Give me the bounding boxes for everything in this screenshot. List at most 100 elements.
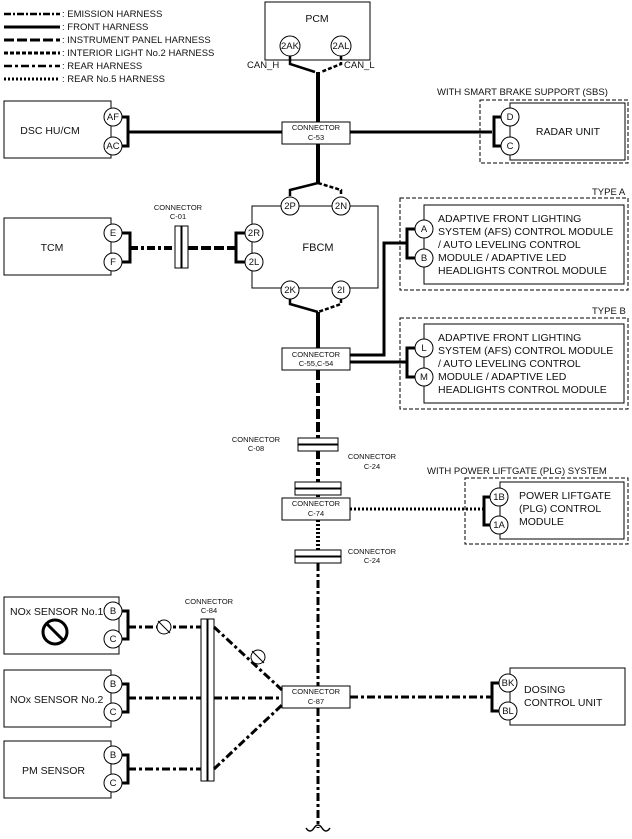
plg-line-2: (PLG) CONTROL xyxy=(519,503,601,515)
dsc-pin-af: AF xyxy=(107,112,119,123)
fbcm-pin-2l: 2L xyxy=(249,257,260,268)
radar-pin-c: C xyxy=(507,141,514,152)
c84-label-2: C-84 xyxy=(201,606,217,615)
legend-ip: : INSTRUMENT PANEL HARNESS xyxy=(62,35,211,46)
c08-label-2: C-08 xyxy=(248,444,264,453)
afs-b-title: TYPE B xyxy=(592,306,626,317)
nox2-module: NOx SENSOR No.2 B C xyxy=(3,669,123,728)
fbcm-label: FBCM xyxy=(302,242,333,254)
fbcm-pin-2i: 2I xyxy=(337,285,345,296)
nox1-label: NOx SENSOR No.1 xyxy=(10,606,104,618)
plg-option-box xyxy=(464,477,629,545)
connector-c01: CONNECTOR C-01 xyxy=(154,203,203,269)
c01-label-2: C-01 xyxy=(170,212,186,221)
c55-label-2: C-55,C-54 xyxy=(299,359,334,368)
afs-b-option-box xyxy=(399,317,629,410)
connector-c55-c54: CONNECTOR C-55,C-54 xyxy=(281,347,351,371)
dosing-line-2: CONTROL UNIT xyxy=(524,697,603,709)
tcm-pin-e: E xyxy=(110,228,116,239)
connector-c08: CONNECTOR C-08 xyxy=(232,435,339,453)
c87-label-1: CONNECTOR xyxy=(292,687,341,696)
connector-c24-lower: CONNECTOR C-24 xyxy=(294,547,397,565)
afs-b-line-1: ADAPTIVE FRONT LIGHTING xyxy=(438,332,581,344)
pm-sensor-module: PM SENSOR B C xyxy=(3,740,123,799)
dosing-pin-bl: BL xyxy=(502,706,514,717)
plg-module: POWER LIFTGATE (PLG) CONTROL MODULE 1B 1… xyxy=(489,481,625,540)
tcm-module: TCM E F xyxy=(3,217,123,276)
slash-mark-icon xyxy=(156,619,172,635)
c24b-label-2: C-24 xyxy=(364,556,380,565)
pm-label: PM SENSOR xyxy=(22,765,85,777)
legend: : EMISSION HARNESS : FRONT HARNESS : INS… xyxy=(4,9,214,85)
afs-a-title: TYPE A xyxy=(592,187,626,198)
c53-label-2: C-53 xyxy=(308,133,324,142)
dosing-pin-bk: BK xyxy=(502,678,515,689)
fbcm-pin-2r: 2R xyxy=(248,228,260,239)
dsc-pin-ac: AC xyxy=(106,141,119,152)
nox2-pin-b: B xyxy=(110,679,116,690)
dosing-module: DOSING CONTROL UNIT BK BL xyxy=(498,667,626,726)
pcm-pin-2al: 2AL xyxy=(333,41,350,52)
fbcm-pin-2n: 2N xyxy=(335,201,347,212)
plg-line-1: POWER LIFTGATE xyxy=(519,490,611,502)
pcm-module: PCM 2AK 2AL CAN_H CAN_L xyxy=(247,1,375,71)
c08-label-1: CONNECTOR xyxy=(232,435,281,444)
afs-b-pin-m: M xyxy=(420,372,428,383)
c74-label-2: C-74 xyxy=(308,509,324,518)
fbcm-pin-2p: 2P xyxy=(284,201,296,212)
connector-c24-upper: CONNECTOR C-24 xyxy=(294,452,397,496)
dsc-label: DSC HU/CM xyxy=(20,125,80,137)
c53-label-1: CONNECTOR xyxy=(292,123,341,132)
connector-c84: CONNECTOR C-84 xyxy=(185,597,234,782)
nox1-module: NOx SENSOR No.1 B C xyxy=(3,596,123,655)
legend-front: : FRONT HARNESS xyxy=(62,22,148,33)
c24b-label-1: CONNECTOR xyxy=(348,547,397,556)
afs-a-line-1: ADAPTIVE FRONT LIGHTING xyxy=(438,213,581,225)
radar-title: WITH SMART BRAKE SUPPORT (SBS) xyxy=(437,87,608,98)
c24a-label-1: CONNECTOR xyxy=(348,452,397,461)
dsc-module: DSC HU/CM AF AC xyxy=(3,100,123,159)
afs-b-line-2: SYSTEM (AFS) CONTROL MODULE xyxy=(438,345,613,357)
legend-rear: : REAR HARNESS xyxy=(62,61,142,72)
afs-b-line-3: / AUTO LEVELING CONTROL xyxy=(438,358,581,370)
afs-a-module: ADAPTIVE FRONT LIGHTING SYSTEM (AFS) CON… xyxy=(414,204,625,285)
legend-emission: : EMISSION HARNESS xyxy=(62,9,162,20)
afs-b-module: ADAPTIVE FRONT LIGHTING SYSTEM (AFS) CON… xyxy=(414,323,625,404)
fbcm-pin-2k: 2K xyxy=(284,285,296,296)
afs-a-line-4: MODULE / ADAPTIVE LED xyxy=(438,252,567,264)
connector-c53: CONNECTOR C-53 xyxy=(281,121,351,145)
tcm-pin-f: F xyxy=(110,257,116,268)
nox2-label: NOx SENSOR No.2 xyxy=(10,694,104,706)
not-used-icon xyxy=(41,618,69,646)
c24a-label-2: C-24 xyxy=(364,462,380,471)
c55-label-1: CONNECTOR xyxy=(292,350,341,359)
c74-label-1: CONNECTOR xyxy=(292,499,341,508)
afs-a-line-2: SYSTEM (AFS) CONTROL MODULE xyxy=(438,226,613,238)
fbcm-module: FBCM 2P 2N 2R 2L 2K 2I xyxy=(244,196,379,300)
afs-a-pin-a: A xyxy=(421,224,428,235)
legend-interior: : INTERIOR LIGHT No.2 HARNESS xyxy=(62,48,214,59)
plg-line-3: MODULE xyxy=(519,516,564,528)
plg-pin-1b: 1B xyxy=(493,492,505,503)
afs-a-line-5: HEADLIGHTS CONTROL MODULE xyxy=(438,265,607,277)
radar-pin-d: D xyxy=(507,112,514,123)
can-h-label: CAN_H xyxy=(247,60,279,71)
pcm-label: PCM xyxy=(305,13,328,25)
nox2-pin-c: C xyxy=(110,707,117,718)
dosing-line-1: DOSING xyxy=(524,684,565,696)
afs-a-line-3: / AUTO LEVELING CONTROL xyxy=(438,239,581,251)
plg-title: WITH POWER LIFTGATE (PLG) SYSTEM xyxy=(427,466,607,477)
pcm-pin-2ak: 2AK xyxy=(281,41,300,52)
plg-pin-1a: 1A xyxy=(493,520,505,531)
afs-a-pin-b: B xyxy=(421,253,427,264)
c87-label-2: C-87 xyxy=(308,697,324,706)
nox1-pin-b: B xyxy=(110,606,116,617)
afs-b-line-4: MODULE / ADAPTIVE LED xyxy=(438,371,567,383)
afs-b-pin-l: L xyxy=(421,343,426,354)
nox1-pin-c: C xyxy=(110,634,117,645)
legend-rear5: : REAR No.5 HARNESS xyxy=(62,74,165,85)
pm-pin-b: B xyxy=(110,750,116,761)
slash-mark-icon xyxy=(250,649,266,665)
c84-label-1: CONNECTOR xyxy=(185,597,234,606)
